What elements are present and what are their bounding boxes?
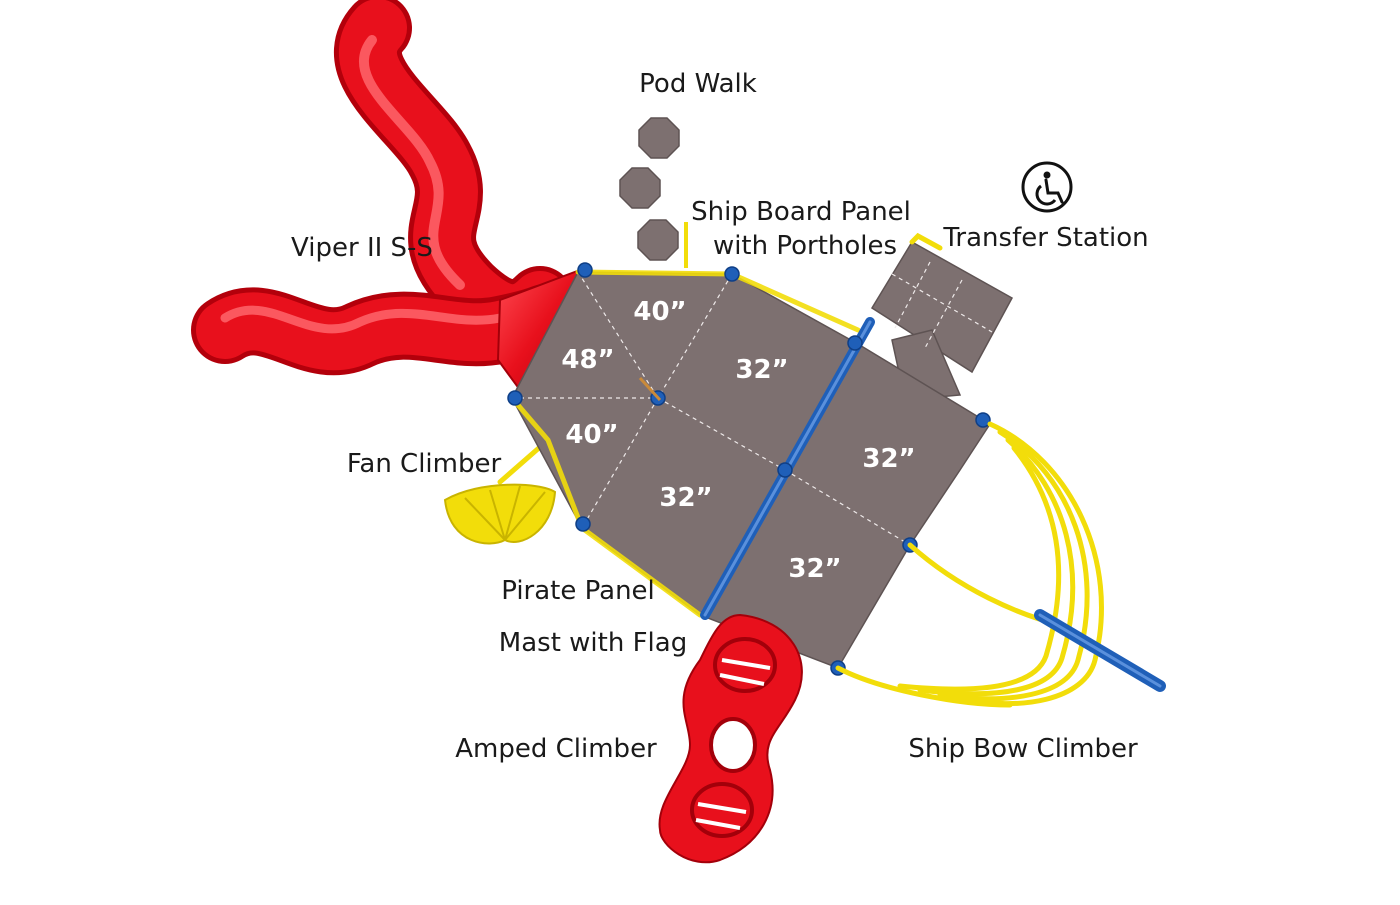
label-ship-board-line1: Ship Board Panel bbox=[691, 197, 911, 227]
deck-label-center-32: 32” bbox=[659, 483, 712, 513]
deck-platform bbox=[509, 269, 992, 669]
deck-label-top-40: 40” bbox=[633, 297, 686, 327]
label-viper-slide: Viper II S-S bbox=[291, 233, 433, 263]
pod-walk bbox=[619, 117, 680, 261]
label-pod-walk: Pod Walk bbox=[639, 69, 757, 99]
deck-label-bottom-32: 32” bbox=[788, 554, 841, 584]
deck-label-lower-40: 40” bbox=[565, 420, 618, 450]
label-fan-climber: Fan Climber bbox=[347, 449, 502, 479]
wheelchair-icon bbox=[1021, 161, 1073, 213]
label-amped-climber: Amped Climber bbox=[455, 734, 657, 764]
deck-label-top-center-32: 32” bbox=[735, 355, 788, 385]
deck-label-right-32: 32” bbox=[862, 444, 915, 474]
label-transfer-station: Transfer Station bbox=[942, 223, 1148, 253]
ship-bow-climber bbox=[835, 421, 1166, 708]
label-mast-flag: Mast with Flag bbox=[499, 628, 687, 658]
label-pirate-panel: Pirate Panel bbox=[501, 576, 655, 606]
label-ship-board-line2: with Portholes bbox=[713, 231, 897, 261]
label-ship-bow-climber: Ship Bow Climber bbox=[908, 734, 1138, 764]
deck-label-left-48: 48” bbox=[561, 345, 614, 375]
viper-slide bbox=[191, 0, 582, 392]
amped-climber bbox=[658, 613, 803, 864]
mast-flag bbox=[638, 376, 662, 402]
deck-posts bbox=[507, 262, 991, 676]
